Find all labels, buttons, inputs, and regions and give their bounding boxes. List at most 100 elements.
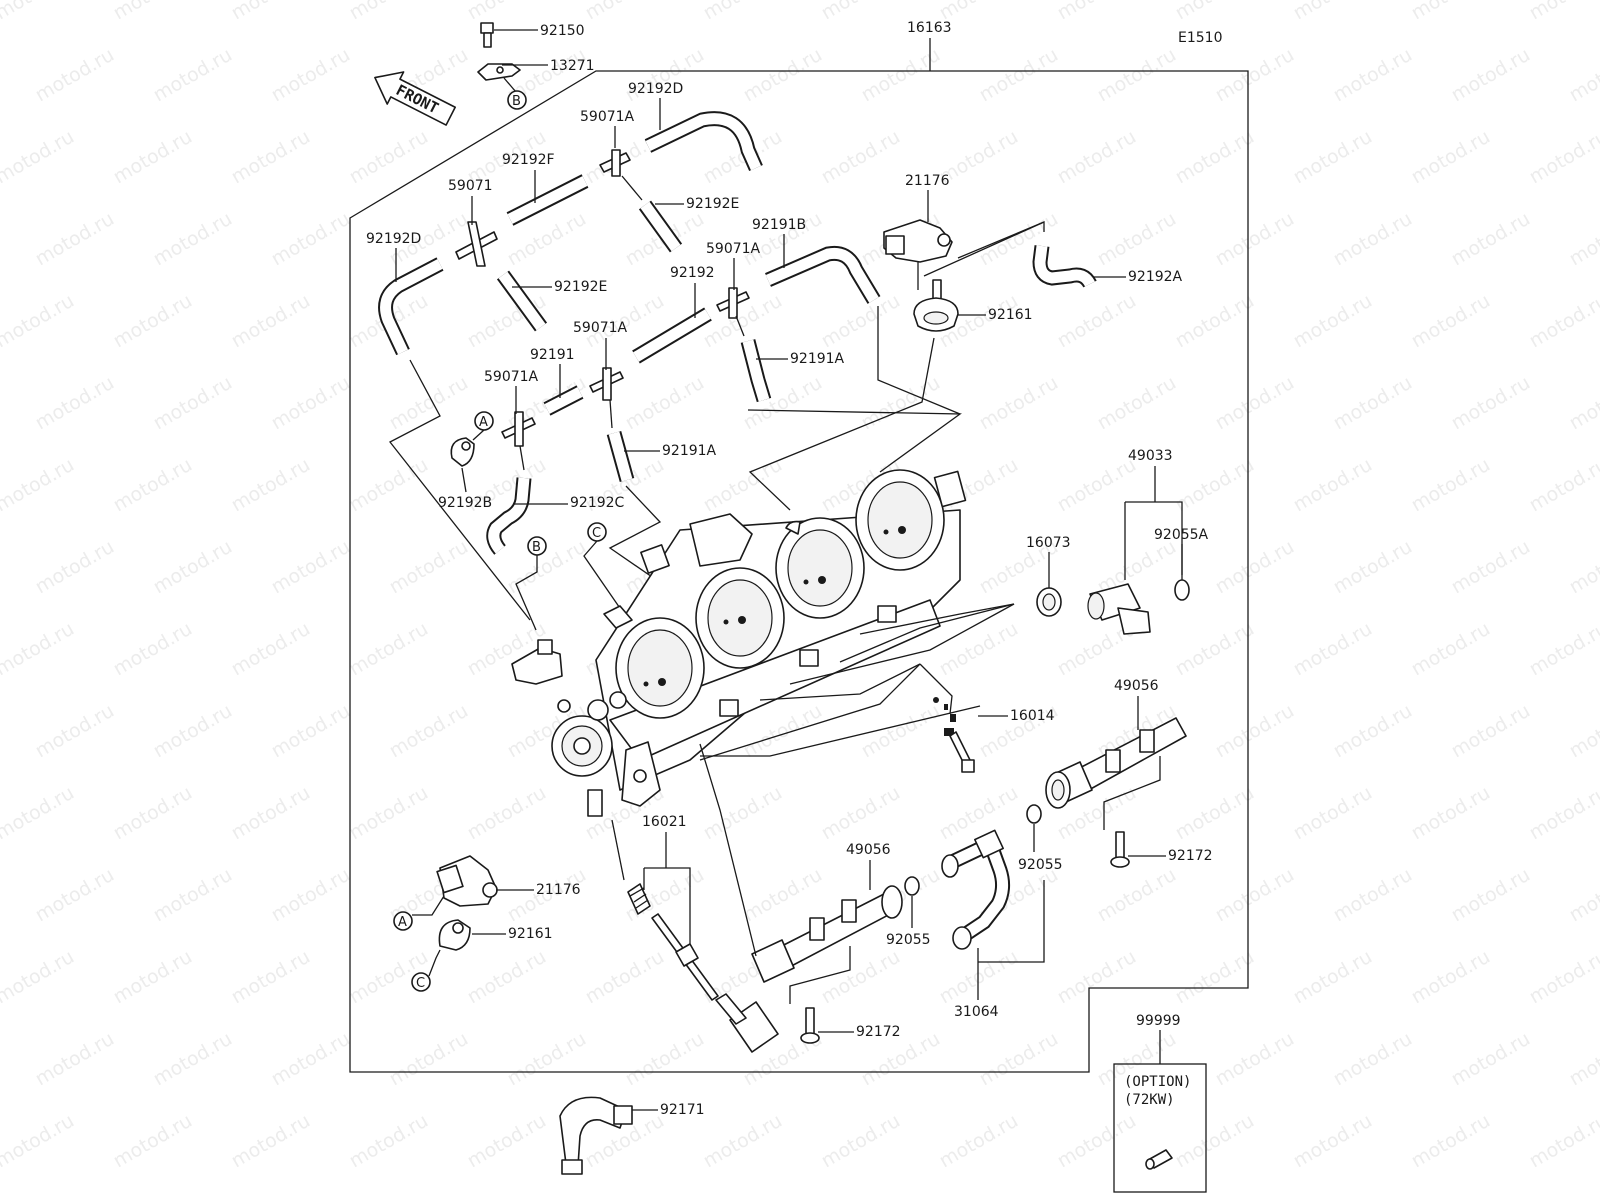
watermark-text: motod.ru <box>268 700 354 763</box>
watermark-text: motod.ru <box>110 1110 196 1173</box>
label-92191B: 92191B <box>752 217 806 233</box>
watermark-text: motod.ru <box>228 0 314 24</box>
option-part-icon <box>1145 1149 1173 1170</box>
option-line2: (72KW) <box>1124 1092 1175 1108</box>
watermark-text: motod.ru <box>1566 372 1600 435</box>
label-92192B: 92192B <box>438 495 492 511</box>
watermark-text: motod.ru <box>504 1028 590 1091</box>
label-31064: 31064 <box>954 1004 999 1020</box>
option-number-label: 99999 <box>1136 1013 1181 1029</box>
watermark-text: motod.ru <box>150 208 236 271</box>
assembly-outline <box>349 70 1249 1073</box>
watermark-text: motod.ru <box>1172 290 1258 353</box>
watermark-text: motod.ru <box>1172 782 1258 845</box>
watermark-text: motod.ru <box>32 44 118 107</box>
watermark-text: motod.ru <box>386 700 472 763</box>
watermark-text: motod.ru <box>0 290 78 353</box>
watermark-text: motod.ru <box>346 454 432 517</box>
watermark-text: motod.ru <box>1330 44 1416 107</box>
label-92191A-1: 92191A <box>790 351 845 367</box>
callout-a-upper: A <box>474 411 494 431</box>
label-49033: 49033 <box>1128 448 1173 464</box>
sensor-49033 <box>1087 583 1151 635</box>
screw-kit-16014 <box>933 697 975 773</box>
hose-92192 <box>632 307 712 364</box>
oring-92055-right <box>1026 804 1042 824</box>
watermark-text: motod.ru <box>150 372 236 435</box>
watermark-text: motod.ru <box>268 536 354 599</box>
watermark-text: motod.ru <box>268 44 354 107</box>
watermark-text: motod.ru <box>818 290 904 353</box>
callout-c-main: C <box>587 522 607 542</box>
svg-text:B: B <box>532 540 541 555</box>
watermark-text: motod.ru <box>228 454 314 517</box>
watermark-text: motod.ru <box>1448 208 1534 271</box>
watermark-text: motod.ru <box>228 290 314 353</box>
label-92172-bottom: 92172 <box>856 1024 901 1040</box>
tee-59071A-4 <box>501 411 536 447</box>
watermark-text: motod.ru <box>1526 618 1600 681</box>
watermark-text: motod.ru <box>1172 126 1258 189</box>
hose-92192D-left <box>378 257 444 356</box>
watermark-text: motod.ru <box>228 618 314 681</box>
watermark-text: motod.ru <box>386 372 472 435</box>
watermark-text: motod.ru <box>1330 208 1416 271</box>
hose-92191B <box>765 245 881 304</box>
watermark-text: motod.ru <box>740 864 826 927</box>
label-92171: 92171 <box>660 1102 705 1118</box>
watermark-text: motod.ru <box>1172 946 1258 1009</box>
watermark-text: motod.ru <box>0 126 78 189</box>
option-line1: (OPTION) <box>1124 1074 1191 1090</box>
watermark-text: motod.ru <box>1094 372 1180 435</box>
watermark-text: motod.ru <box>32 536 118 599</box>
assembly-number-label: 16163 <box>907 20 952 36</box>
label-16021: 16021 <box>642 814 687 830</box>
watermark-text: motod.ru <box>1330 700 1416 763</box>
bore-1 <box>615 617 705 719</box>
watermark-text: motod.ru <box>1448 44 1534 107</box>
sensor-21176-bottom <box>436 855 498 907</box>
hose-92191 <box>543 385 584 416</box>
label-92172-right: 92172 <box>1168 848 1213 864</box>
watermark-text: motod.ru <box>110 946 196 1009</box>
watermark-text: motod.ru <box>1172 618 1258 681</box>
watermark-text: motod.ru <box>464 0 550 24</box>
watermark-text: motod.ru <box>1054 1110 1140 1173</box>
watermark-text: motod.ru <box>936 618 1022 681</box>
watermark-text: motod.ru <box>464 1110 550 1173</box>
bracket-13271 <box>477 63 521 81</box>
fuel-rail-49056-center <box>751 885 903 983</box>
watermark-text: motod.ru <box>1290 0 1376 24</box>
watermark-text: motod.ru <box>346 618 432 681</box>
watermark-text: motod.ru <box>1448 1028 1534 1091</box>
label-92191A-2: 92191A <box>662 443 717 459</box>
watermark-text: motod.ru <box>0 946 78 1009</box>
watermark-text: motod.ru <box>1448 372 1534 435</box>
watermark-text: motod.ru <box>1172 1110 1258 1173</box>
bolt-92172-bottom <box>800 1007 820 1044</box>
grommet-92161-top <box>913 279 959 332</box>
hose-92192D-top <box>644 111 763 172</box>
svg-text:B: B <box>512 94 521 109</box>
watermark-text: motod.ru <box>858 44 944 107</box>
watermark-text: motod.ru <box>1094 44 1180 107</box>
watermark-text: motod.ru <box>268 864 354 927</box>
watermark-text: motod.ru <box>1054 0 1140 24</box>
label-16073: 16073 <box>1026 535 1071 551</box>
watermark-text: motod.ru <box>386 1028 472 1091</box>
watermark-text: motod.ru <box>1172 0 1258 24</box>
watermark-text: motod.ru <box>1448 700 1534 763</box>
watermark-text: motod.ru <box>110 782 196 845</box>
svg-text:C: C <box>416 976 425 991</box>
label-92192D-top: 92192D <box>628 81 683 97</box>
hose-92192E-2 <box>496 270 548 332</box>
svg-text:C: C <box>592 526 601 541</box>
watermark-text: motod.ru <box>0 618 78 681</box>
bolt-92172-right <box>1110 831 1130 868</box>
oring-92055-center <box>904 876 920 896</box>
watermark-text: motod.ru <box>936 946 1022 1009</box>
watermark-text: motod.ru <box>1566 864 1600 927</box>
sensor-21176-top <box>883 219 953 263</box>
watermark-text: motod.ru <box>228 782 314 845</box>
watermark-text: motod.ru <box>1566 44 1600 107</box>
